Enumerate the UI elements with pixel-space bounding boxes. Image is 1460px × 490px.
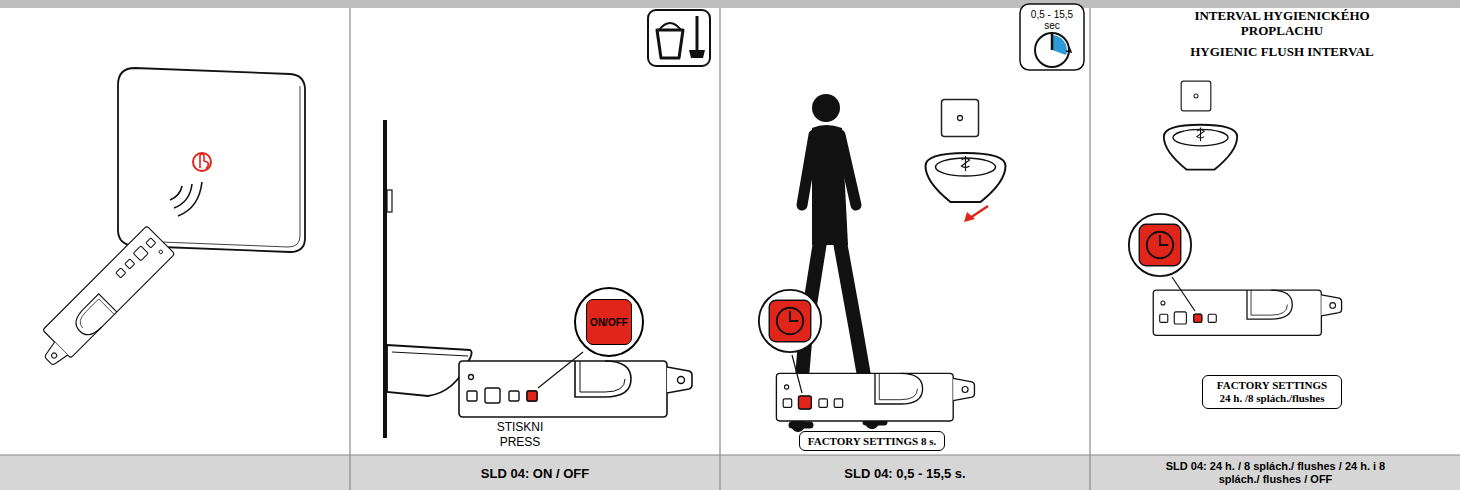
toilet-front <box>1164 81 1237 169</box>
instruction-text: STISKNI <box>497 420 544 434</box>
control-unit <box>527 391 537 401</box>
cleaning-icon <box>657 30 683 58</box>
cleaning-icon <box>689 50 705 58</box>
sensor-panel <box>193 153 211 171</box>
factory-settings-box: FACTORY SETTINGS 24 h. /8 splách./flushe… <box>1202 375 1342 408</box>
panel-heading: INTERVAL HYGIENICKÉHO PROPLACHU <box>1182 9 1382 39</box>
control-unit <box>1129 214 1342 335</box>
control-unit <box>792 355 802 393</box>
sensor-panel <box>118 68 305 252</box>
control-unit <box>1194 314 1202 322</box>
time-range: 0,5 - 15,5 <box>1031 9 1073 20</box>
control-unit <box>1129 214 1191 276</box>
toilet-front <box>926 100 1006 223</box>
walking-person <box>812 94 840 122</box>
grid-frame <box>349 8 350 490</box>
remote-unit <box>178 182 202 216</box>
remote-unit <box>170 186 182 200</box>
factory-settings-box: FACTORY SETTINGS 8 s. <box>799 431 945 452</box>
toilet-front <box>964 212 975 222</box>
time-unit: sec <box>1044 20 1060 31</box>
control-unit <box>799 396 812 409</box>
cleaning-icon <box>648 10 710 66</box>
control-unit <box>759 290 975 421</box>
timer-icon <box>1051 33 1054 50</box>
spec-text: SLD 04: ON / OFF <box>481 466 589 481</box>
spec-text: SLD 04: 24 h. / 8 splách./ flushes / 24 … <box>1165 460 1387 485</box>
sensor-panel <box>136 86 300 247</box>
cleaning-icon <box>659 23 681 30</box>
timer-icon <box>1020 4 1084 70</box>
toilet-front <box>970 206 988 218</box>
grid-frame <box>0 0 1460 8</box>
cleaning-icon <box>696 16 699 50</box>
control-unit <box>459 361 692 417</box>
remote-unit <box>30 182 202 371</box>
control-unit <box>538 352 583 388</box>
sensor-panel <box>200 154 208 169</box>
button-label: ON/OFF <box>586 299 632 345</box>
timer-icon <box>1066 47 1071 52</box>
grid-frame <box>719 8 720 490</box>
control-unit <box>459 352 692 417</box>
toilet-front <box>926 153 1006 202</box>
sensor-panel <box>118 68 305 252</box>
walking-person <box>840 135 856 205</box>
control-unit <box>759 290 821 352</box>
spec-cell: SLD 04: 0,5 - 15,5 s. <box>721 456 1089 490</box>
timer-icon <box>1035 33 1069 67</box>
timer-icon <box>1052 35 1067 55</box>
walking-person <box>802 135 814 205</box>
spec-cell: SLD 04: ON / OFF <box>351 456 719 490</box>
settings-text: FACTORY SETTINGS 8 s. <box>808 435 936 448</box>
grid-frame <box>1089 8 1090 490</box>
spec-text: SLD 04: 0,5 - 15,5 s. <box>844 466 965 481</box>
remote-unit <box>30 226 175 371</box>
button-callout: ON/OFF <box>574 287 644 357</box>
instruction-text: PRESS <box>500 435 541 449</box>
walking-person <box>792 422 884 425</box>
wall-side-view <box>392 352 468 356</box>
remote-unit <box>174 184 192 208</box>
toilet-front <box>1164 125 1237 170</box>
grid-frame <box>0 455 1460 490</box>
timer-icon <box>1020 4 1084 70</box>
wall-side-view <box>387 190 392 212</box>
control-unit <box>776 373 974 421</box>
spec-cell: SLD 04: 24 h. / 8 splách./ flushes / 24 … <box>1091 456 1460 490</box>
cleaning-icon <box>648 10 710 66</box>
toilet-front <box>942 100 979 137</box>
toilet-front <box>1181 81 1211 111</box>
control-unit <box>1153 290 1341 335</box>
panel-heading: HYGIENIC FLUSH INTERVAL <box>1182 45 1382 60</box>
control-unit <box>1172 277 1195 311</box>
settings-text: FACTORY SETTINGS 24 h. /8 splách./flushe… <box>1211 379 1333 404</box>
